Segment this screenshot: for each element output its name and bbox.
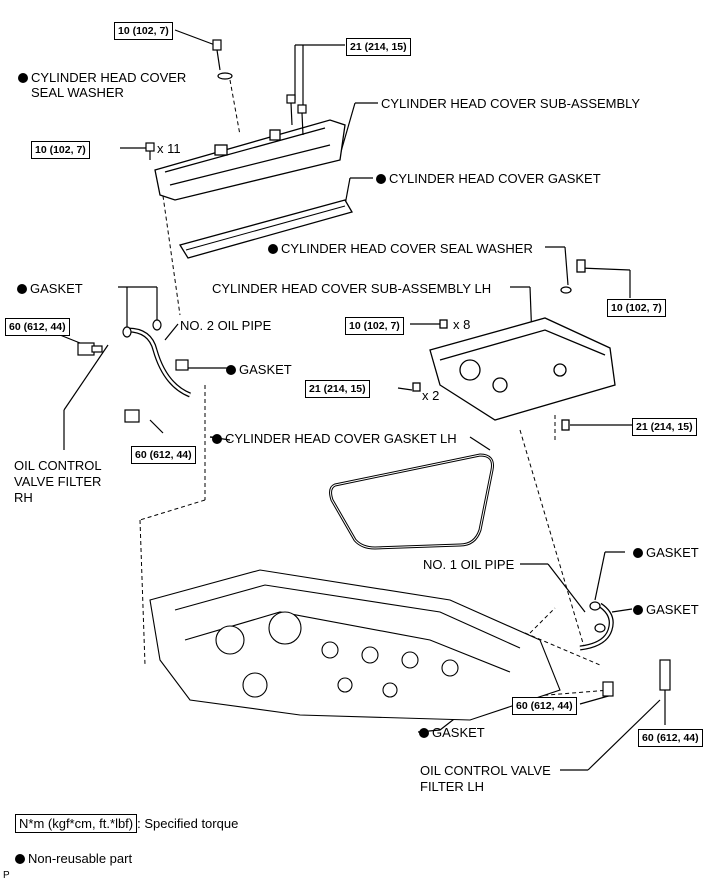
nonreusable-dot-icon: [18, 73, 28, 83]
torque-spec-box: 60 (612, 44): [638, 729, 703, 747]
label-gasket-5: GASKET: [419, 725, 485, 740]
legend-nonreusable: Non-reusable part: [15, 851, 132, 866]
torque-spec-box: 21 (214, 15): [632, 418, 697, 436]
label-cover-sub-lh: CYLINDER HEAD COVER SUB-ASSEMBLY LH: [212, 281, 492, 296]
torque-spec-box: 10 (102, 7): [607, 299, 666, 317]
nonreusable-dot-icon: [268, 244, 278, 254]
label-text: GASKET: [646, 602, 699, 617]
legend-torque: N*m (kgf*cm, ft.*lbf): Specified torque: [15, 814, 239, 833]
label-text: CYLINDER HEAD COVER GASKET: [389, 171, 601, 186]
torque-spec-box: 10 (102, 7): [31, 141, 90, 159]
nonreusable-dot-icon: [17, 284, 27, 294]
legend-torque-text: : Specified torque: [137, 816, 239, 831]
label-text: CYLINDER HEAD COVER GASKET LH: [225, 431, 457, 446]
label-no2-oil-pipe: NO. 2 OIL PIPE: [180, 318, 272, 333]
torque-spec-box: 21 (214, 15): [346, 38, 411, 56]
label-gasket-4: GASKET: [633, 602, 699, 617]
label-ocv-rh-1: OIL CONTROL: [14, 458, 102, 473]
label-seal-washer-2: CYLINDER HEAD COVER SEAL WASHER: [268, 241, 533, 256]
label-ocv-rh-3: RH: [14, 490, 33, 505]
label-x2: x 2: [422, 388, 440, 403]
torque-spec-box: 21 (214, 15): [305, 380, 370, 398]
label-ocv-lh-2: FILTER LH: [420, 779, 485, 794]
page-marker: P: [3, 870, 10, 881]
legend-torque-box: N*m (kgf*cm, ft.*lbf): [15, 814, 138, 833]
label-text: GASKET: [239, 362, 292, 377]
torque-spec-box: 60 (612, 44): [131, 446, 196, 464]
nonreusable-dot-icon: [633, 605, 643, 615]
torque-spec-box: 10 (102, 7): [345, 317, 404, 335]
label-gasket-1: GASKET: [17, 281, 83, 296]
label-ocv-rh-2: VALVE FILTER: [14, 474, 102, 489]
torque-spec-box: 60 (612, 44): [512, 697, 577, 715]
label-seal-washer: CYLINDER HEAD COVER SEAL WASHER: [18, 70, 186, 100]
label-text: GASKET: [432, 725, 485, 740]
label-text: CYLINDER HEAD COVER SEAL WASHER: [31, 70, 187, 100]
torque-spec-box: 10 (102, 7): [114, 22, 173, 40]
nonreusable-dot-icon: [212, 434, 222, 444]
label-text: GASKET: [646, 545, 699, 560]
legend-text: Non-reusable part: [28, 851, 133, 866]
nonreusable-dot-icon: [419, 728, 429, 738]
nonreusable-dot-icon: [226, 365, 236, 375]
nonreusable-dot-icon: [376, 174, 386, 184]
label-gasket-3: GASKET: [633, 545, 699, 560]
label-gasket-2: GASKET: [226, 362, 292, 377]
nonreusable-dot-icon: [15, 854, 25, 864]
torque-spec-box: 60 (612, 44): [5, 318, 70, 336]
label-x8: x 8: [453, 317, 471, 332]
label-text: CYLINDER HEAD COVER SEAL WASHER: [281, 241, 533, 256]
label-text: GASKET: [30, 281, 83, 296]
label-no1-oil-pipe: NO. 1 OIL PIPE: [423, 557, 515, 572]
label-cover-gasket-lh: CYLINDER HEAD COVER GASKET LH: [212, 431, 457, 446]
label-x11: x 11: [157, 141, 181, 156]
nonreusable-dot-icon: [633, 548, 643, 558]
label-cover-gasket: CYLINDER HEAD COVER GASKET: [376, 171, 601, 186]
label-cover-sub: CYLINDER HEAD COVER SUB-ASSEMBLY: [381, 96, 641, 111]
label-ocv-lh-1: OIL CONTROL VALVE: [420, 763, 551, 778]
